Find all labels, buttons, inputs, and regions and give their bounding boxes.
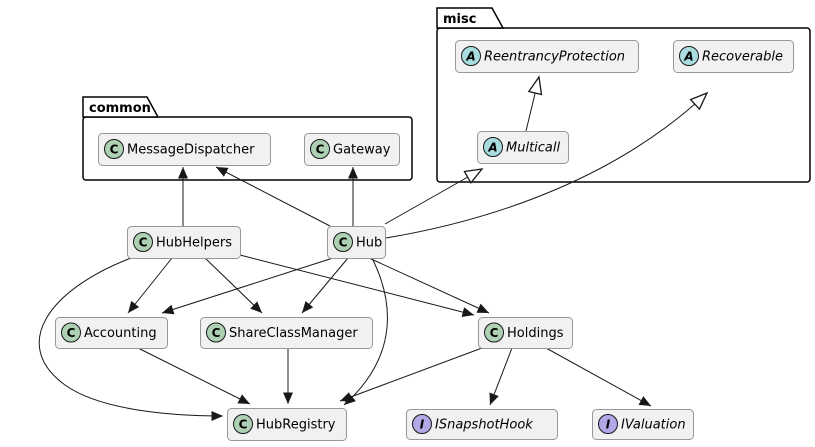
- node-hubregistry: C HubRegistry: [227, 408, 347, 441]
- abstract-icon: [679, 46, 699, 66]
- node-box: [673, 40, 794, 73]
- node-box: [477, 131, 569, 164]
- node-reentrancyprotection: A ReentrancyProtection: [455, 40, 639, 73]
- node-box: [455, 40, 639, 73]
- node-label-holdings: Holdings: [507, 326, 564, 341]
- edge-hubhelpers-to-accounting: [127, 257, 173, 314]
- interface-icon: [598, 414, 618, 434]
- package-tab: [436, 7, 505, 29]
- edge-multicall-to-reentrancyprotection: [525, 75, 543, 132]
- node-label-hub: Hub: [356, 236, 382, 251]
- edge-hub-to-hubregistry: [343, 257, 388, 406]
- edge-holdings-to-isnapshothook: [489, 347, 513, 406]
- icon-letter: C: [212, 326, 221, 340]
- node-gateway: C Gateway: [304, 133, 400, 166]
- icon-letter: C: [110, 142, 119, 156]
- icon-letter: C: [239, 417, 248, 431]
- node-label-hubhelpers: HubHelpers: [156, 236, 232, 251]
- edge-hubhelpers-to-hubregistry: [38, 257, 224, 421]
- node-box: [98, 133, 271, 166]
- abstract-icon: [461, 46, 481, 66]
- edge-holdings-to-ivaluation: [545, 347, 652, 407]
- edge-hub-to-multicall: [384, 168, 484, 225]
- node-label-reentrancyprotection: ReentrancyProtection: [484, 50, 625, 65]
- edge-accounting-to-hubregistry: [137, 347, 251, 405]
- icon-letter: C: [339, 235, 348, 249]
- node-box: [200, 317, 373, 349]
- node-box: [478, 317, 573, 349]
- edge-hubhelpers-to-holdings: [239, 254, 475, 317]
- icon-letter: C: [490, 326, 499, 340]
- icon-letter: C: [67, 326, 76, 340]
- node-box: [127, 226, 241, 259]
- node-box: [227, 408, 347, 441]
- node-ivaluation: I IValuation: [592, 409, 694, 440]
- package-label-common: common: [89, 101, 151, 116]
- edge-hub-to-shareclassmanager: [301, 257, 349, 314]
- node-box: [304, 133, 400, 166]
- node-label-accounting: Accounting: [84, 326, 157, 341]
- class-icon: [206, 322, 226, 343]
- node-recoverable: A Recoverable: [673, 40, 794, 73]
- icon-letter: C: [316, 142, 325, 156]
- package-tab: [82, 96, 160, 118]
- class-icon: [333, 232, 353, 252]
- node-label-messagedispatcher: MessageDispatcher: [127, 143, 255, 158]
- icon-letter: I: [420, 417, 425, 431]
- edge-hub-to-recoverable: [385, 91, 709, 239]
- node-hub: C Hub: [327, 226, 386, 259]
- interface-icon: [412, 414, 432, 434]
- node-messagedispatcher: C MessageDispatcher: [98, 133, 271, 166]
- icon-letter: I: [606, 417, 611, 431]
- icon-letter: A: [683, 49, 693, 63]
- edge-hubhelpers-to-shareclassmanager: [204, 257, 263, 314]
- edge-hub-to-accounting: [161, 257, 334, 315]
- package-label-misc: misc: [443, 12, 476, 27]
- icon-letter: A: [465, 49, 475, 63]
- class-icon: [61, 322, 81, 343]
- node-label-gateway: Gateway: [333, 143, 391, 158]
- edge-hub-to-messagedispatcher: [215, 166, 331, 227]
- abstract-icon: [483, 137, 503, 157]
- edge-hub-to-holdings: [368, 257, 490, 314]
- node-label-recoverable: Recoverable: [702, 50, 783, 65]
- node-label-isnapshothook: ISnapshotHook: [435, 418, 533, 433]
- class-icon: [104, 139, 124, 159]
- node-label-ivaluation: IValuation: [621, 418, 686, 433]
- node-hubhelpers: C HubHelpers: [127, 226, 241, 259]
- class-icon: [133, 232, 153, 252]
- node-holdings: C Holdings: [478, 317, 573, 349]
- node-box: [592, 409, 694, 440]
- node-label-multicall: Multicall: [506, 141, 561, 156]
- edge-holdings-to-hubregistry: [339, 347, 483, 402]
- icon-letter: C: [139, 235, 148, 249]
- icon-letter: A: [487, 140, 497, 154]
- node-multicall: A Multicall: [477, 131, 569, 164]
- node-label-hubregistry: HubRegistry: [256, 418, 336, 433]
- node-box: [406, 409, 558, 440]
- node-label-shareclassmanager: ShareClassManager: [229, 326, 358, 341]
- class-icon: [310, 139, 330, 159]
- node-accounting: C Accounting: [55, 317, 168, 349]
- node-isnapshothook: I ISnapshotHook: [406, 409, 558, 440]
- class-icon: [484, 322, 504, 343]
- node-shareclassmanager: C ShareClassManager: [200, 317, 373, 349]
- class-icon: [233, 414, 253, 434]
- node-box: [55, 317, 168, 349]
